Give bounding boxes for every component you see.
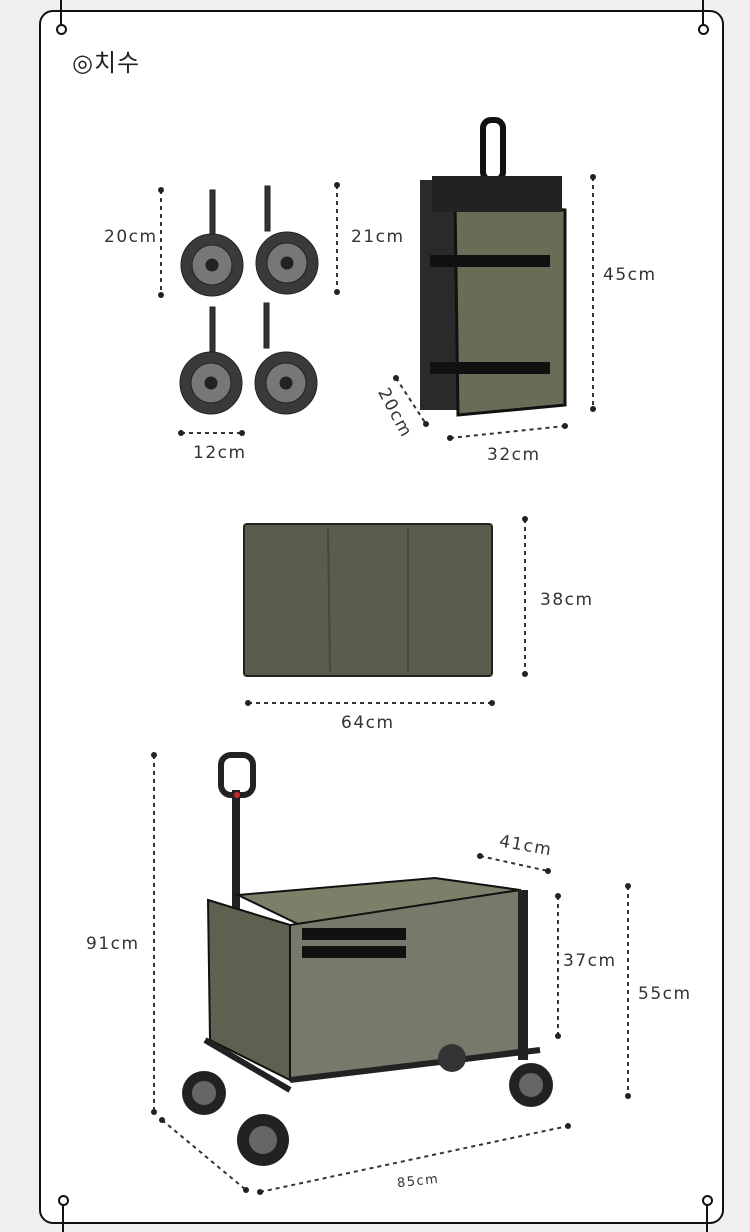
pin-dot-bl	[58, 1195, 69, 1206]
folded-wagon	[420, 117, 567, 417]
caster-wheels	[179, 185, 319, 415]
pin-line-bl	[62, 1204, 64, 1232]
wagon-bed-height-label: 55cm	[638, 984, 692, 1004]
wheel-width-label: 12cm	[193, 443, 247, 463]
mat-height-label: 38cm	[540, 590, 594, 610]
dimension-endpoints	[151, 174, 631, 1195]
mat-width-label: 64cm	[341, 713, 395, 733]
pin-line-tl	[60, 0, 62, 26]
pin-line-br	[706, 1204, 708, 1232]
pin-dot-tl	[56, 24, 67, 35]
folded-width-label: 32cm	[487, 445, 541, 465]
section-title: ◎치수	[72, 49, 141, 77]
pin-line-tr	[702, 0, 704, 26]
wagon-basket-height-label: 37cm	[563, 951, 617, 971]
dimension-lines	[153, 177, 629, 1193]
wagon	[182, 752, 553, 1166]
wheel-height-right-label: 21cm	[351, 227, 405, 247]
pin-dot-br	[702, 1195, 713, 1206]
mat-board	[243, 523, 493, 677]
wagon-total-height-label: 91cm	[86, 934, 140, 954]
folded-height-label: 45cm	[603, 265, 657, 285]
wheel-height-left-label: 20cm	[104, 227, 158, 247]
pin-dot-tr	[698, 24, 709, 35]
